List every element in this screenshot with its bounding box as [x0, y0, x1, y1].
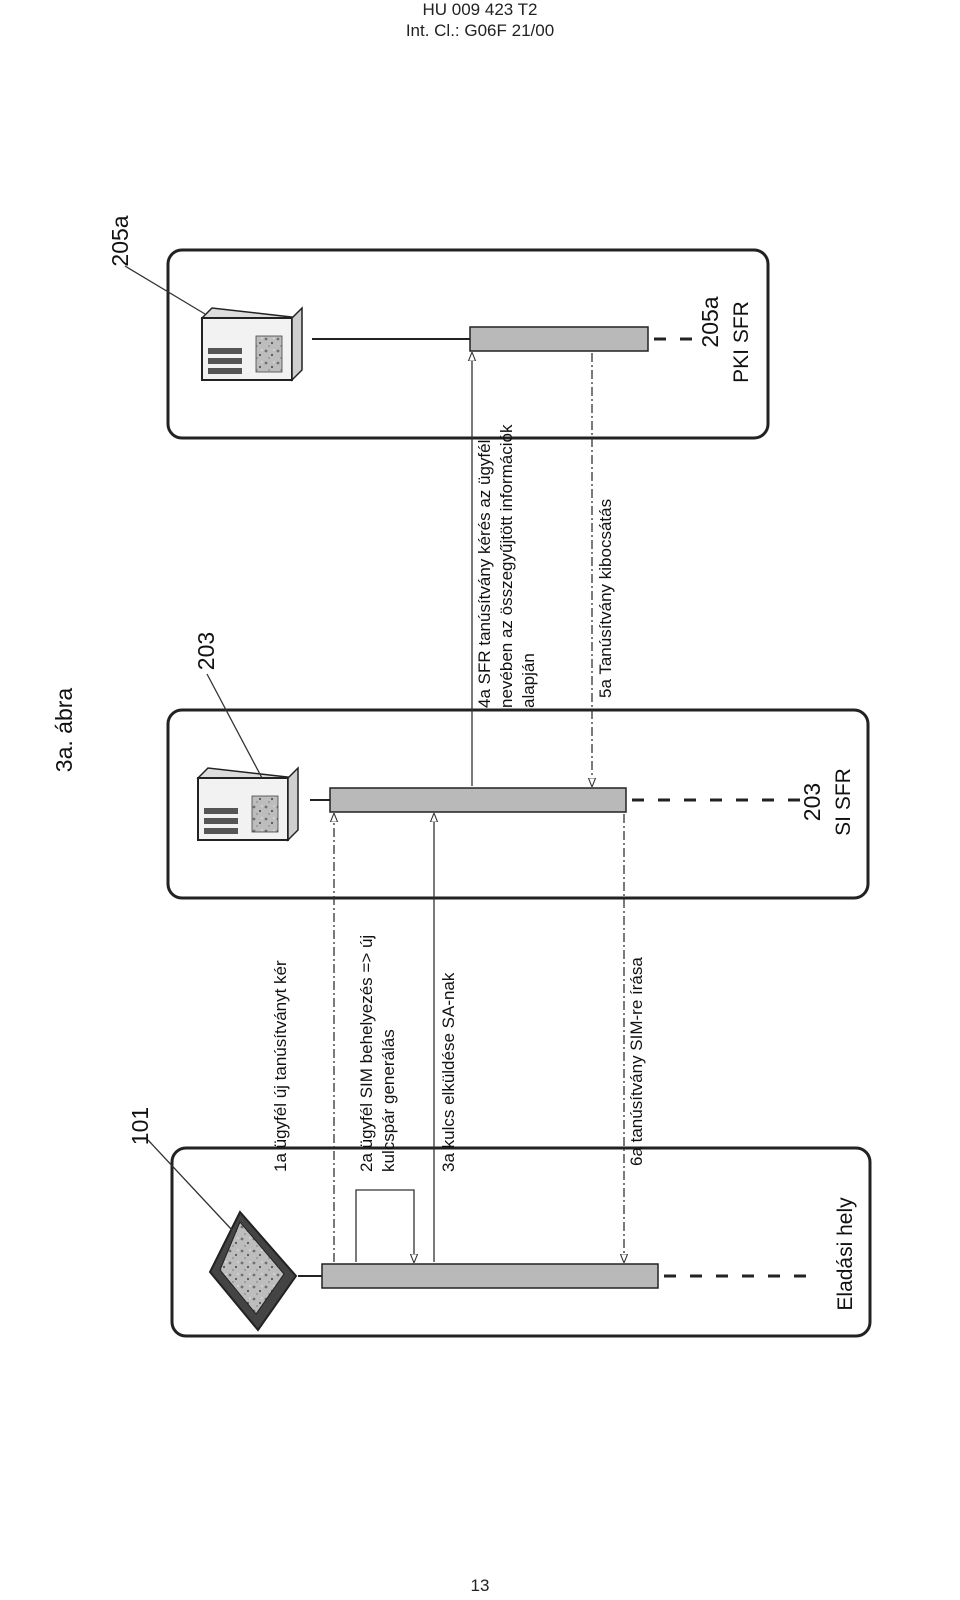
- message-label-4a: 4a SFR tanúsítvány kérés az ügyfél nevéb…: [475, 420, 538, 708]
- ref-label-205a-inner: 205a: [697, 296, 723, 347]
- message-arrow-2a: [355, 1189, 414, 1262]
- participant-point-of-sale: Eladási hely: [834, 1197, 857, 1311]
- message-label-1a: 1a ügyfél új tanúsítványt kér: [271, 960, 290, 1172]
- server-icon-si: [196, 766, 299, 842]
- ref-label-101: 101: [127, 1107, 153, 1145]
- activation-bar-pos: [321, 1263, 659, 1289]
- box-pki-sfr: [166, 248, 770, 440]
- terminal-icon: [208, 1210, 298, 1332]
- ref-label-203-inner: 203: [799, 783, 825, 821]
- box-si-sfr: [166, 708, 870, 900]
- message-label-3a: 3a kulcs elküldése SA-nak: [439, 972, 458, 1172]
- participant-si-sfr: SI SFR: [832, 768, 855, 836]
- activation-bar-pki: [469, 326, 649, 352]
- patent-number: HU 009 423 T2: [422, 0, 538, 19]
- message-label-5a: 5a Tanúsítvány kibocsátás: [596, 499, 615, 698]
- message-label-2a: 2a ügyfél SIM behelyezés => új kulcspár …: [357, 930, 398, 1172]
- participant-pki-sfr: PKI SFR: [730, 301, 753, 383]
- server-icon-pki: [200, 306, 303, 382]
- activation-bar-si: [329, 787, 627, 813]
- page-number: 13: [470, 1576, 490, 1595]
- classification: Int. Cl.: G06F 21/00: [405, 21, 555, 40]
- ref-label-203: 203: [193, 632, 219, 670]
- message-label-6a: 6a tanúsítvány SIM-re írása: [627, 957, 646, 1166]
- figure-title: 3a. ábra: [51, 688, 77, 773]
- ref-label-205a: 205a: [107, 215, 133, 266]
- box-point-of-sale: [170, 1146, 872, 1338]
